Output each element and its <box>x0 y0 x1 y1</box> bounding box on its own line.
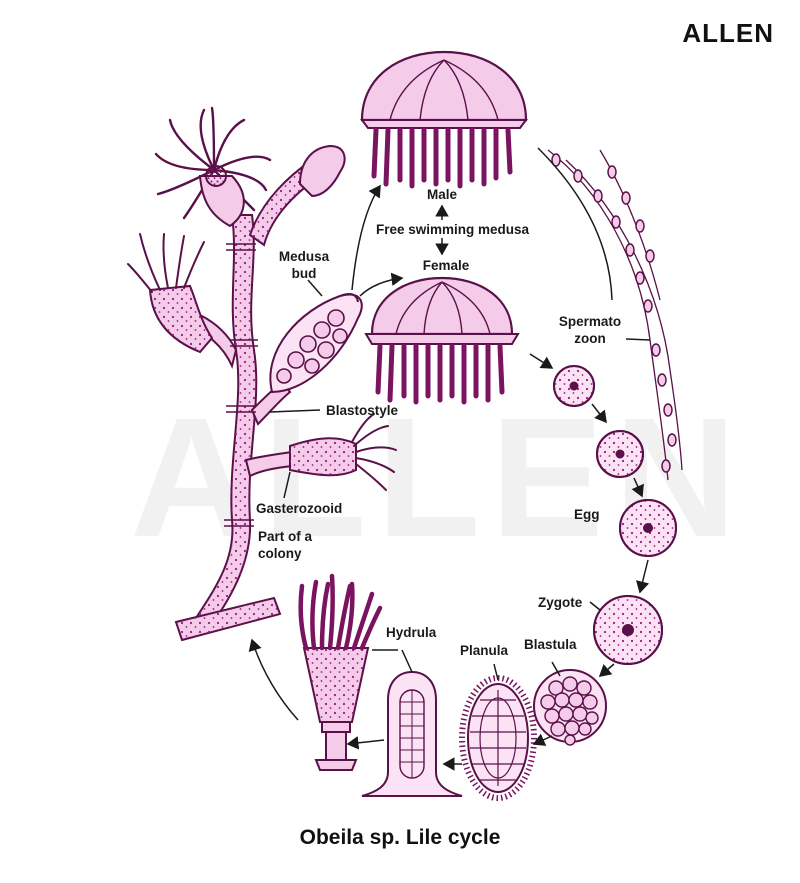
label-free-swimming-medusa: Free swimming medusa <box>376 222 530 237</box>
hydranth-top-body <box>198 175 245 228</box>
label-medusa-bud: Medusa bud <box>279 248 329 282</box>
label-egg: Egg <box>574 507 600 522</box>
label-medusa-bud-line1: Medusa <box>278 249 330 264</box>
arrows <box>248 147 651 771</box>
label-medusa-bud-line2: bud <box>291 266 317 281</box>
label-hydrula: Hydrula <box>386 625 437 640</box>
label-blastula: Blastula <box>524 637 577 652</box>
label-gasterozooid: Gasterozooid <box>256 501 343 516</box>
label-blastostyle: Blastostyle <box>326 403 399 418</box>
label-female: Female <box>422 258 470 273</box>
egg-series <box>553 365 677 665</box>
spermatozoa <box>547 149 683 481</box>
label-part-of-colony: Part of a colony <box>258 528 312 562</box>
label-part-of-colony-line2: colony <box>258 546 302 561</box>
label-spermatozoon: Spermato zoon <box>559 313 621 347</box>
blastostyle-gonotheca <box>269 293 363 394</box>
label-spermatozoon-line2: zoon <box>574 331 606 346</box>
blastula <box>533 669 607 746</box>
male-medusa <box>360 50 528 189</box>
female-medusa <box>364 276 520 405</box>
label-planula: Planula <box>460 643 509 658</box>
label-spermatozoon-line1: Spermato <box>558 314 622 329</box>
hydranth-top-mouth <box>205 165 227 187</box>
page-title: Obeila sp. Lile cycle <box>299 826 501 849</box>
label-male: Male <box>426 187 458 202</box>
label-part-of-colony-line1: Part of a <box>258 529 313 544</box>
obelia-colony <box>174 158 326 642</box>
planula <box>459 675 537 801</box>
young-polyp <box>298 573 383 771</box>
top-bud <box>298 144 346 198</box>
gasterozooid <box>289 413 397 491</box>
hydrula <box>361 670 463 797</box>
hydranth-left <box>127 233 214 354</box>
allen-logo: ALLEN <box>682 18 774 48</box>
label-zygote: Zygote <box>538 595 583 610</box>
